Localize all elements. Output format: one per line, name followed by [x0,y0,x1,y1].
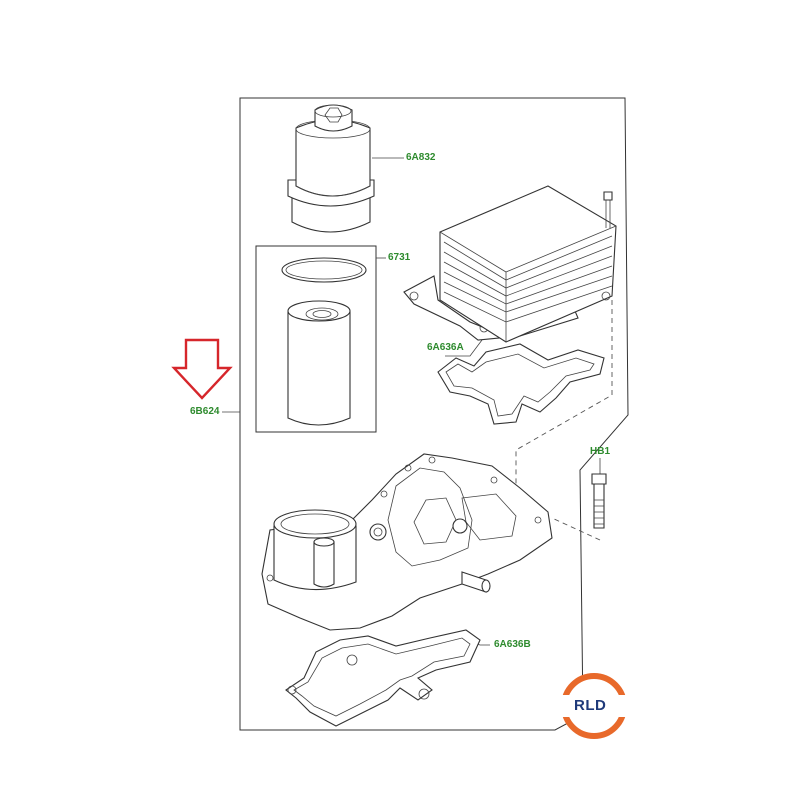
callout-6A636B: 6A636B [494,639,531,650]
leader-6A636A [445,339,483,357]
cooler-gasket-part [437,343,605,425]
alignment-line-bolt [551,517,601,541]
rld-logo [561,673,627,739]
housing-bolt-part [591,473,607,529]
callout-6A636A: 6A636A [427,342,464,353]
filter-cap-part [287,104,375,233]
housing-gasket-part [285,629,481,727]
indicator-arrow [171,338,233,400]
rld-logo-text: RLD [574,697,607,714]
oil-cooler-part [403,185,617,343]
filter-housing-part [261,453,553,631]
alignment-line-cooler [515,300,613,520]
filter-kit-frame [255,245,377,433]
callout-6B624: 6B624 [190,406,220,417]
callout-HB1: HB1 [590,446,611,457]
callout-6731: 6731 [388,252,411,263]
callout-6A832: 6A832 [406,152,436,163]
filter-kit-part [281,257,367,426]
assembly-frame [239,97,629,731]
